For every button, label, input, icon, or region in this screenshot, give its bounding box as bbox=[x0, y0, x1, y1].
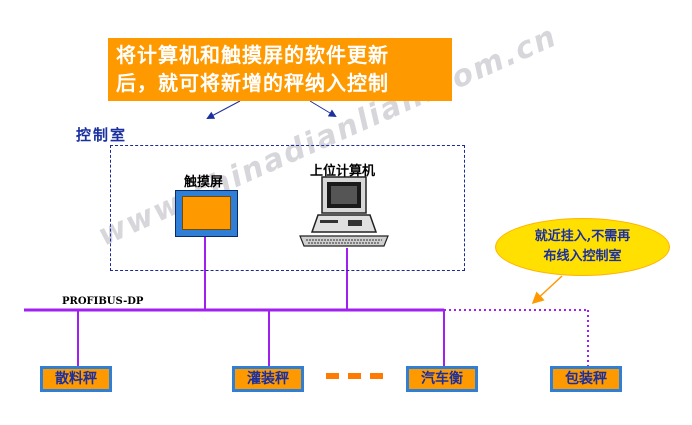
nearby-attach-note: 就近挂入,不需再 布线入控制室 bbox=[495, 218, 670, 276]
bubble-line-2: 布线入控制室 bbox=[543, 249, 622, 264]
callout-line-1: 将计算机和触摸屏的软件更新 bbox=[116, 43, 389, 67]
filling-scale-node: 灌装秤 bbox=[232, 366, 304, 392]
touch-screen-label: 触摸屏 bbox=[184, 175, 224, 190]
touch-screen-icon bbox=[175, 190, 238, 237]
bulk-scale-node: 散料秤 bbox=[40, 366, 112, 392]
callout-arrow-right bbox=[309, 100, 337, 118]
bubble-arrow bbox=[531, 275, 563, 305]
control-room-boundary bbox=[110, 145, 465, 271]
ellipsis-dash bbox=[370, 373, 383, 379]
callout-line-2: 后，就可将新增的秤纳入控制 bbox=[116, 71, 389, 95]
computer-icon bbox=[299, 176, 389, 247]
host-computer-label: 上位计算机 bbox=[310, 164, 376, 179]
packaging-scale-node: 包装秤 bbox=[550, 366, 622, 392]
callout-arrow-left bbox=[206, 100, 241, 119]
ellipsis-dash bbox=[348, 373, 361, 379]
control-room-label: 控制室 bbox=[76, 126, 128, 144]
update-note-callout: 将计算机和触摸屏的软件更新 后，就可将新增的秤纳入控制 bbox=[108, 38, 452, 101]
bubble-line-1: 就近挂入,不需再 bbox=[534, 229, 631, 244]
profibus-label: PROFIBUS-DP bbox=[62, 296, 144, 307]
truck-scale-node: 汽车衡 bbox=[406, 366, 478, 392]
ellipsis-dash bbox=[326, 373, 339, 379]
